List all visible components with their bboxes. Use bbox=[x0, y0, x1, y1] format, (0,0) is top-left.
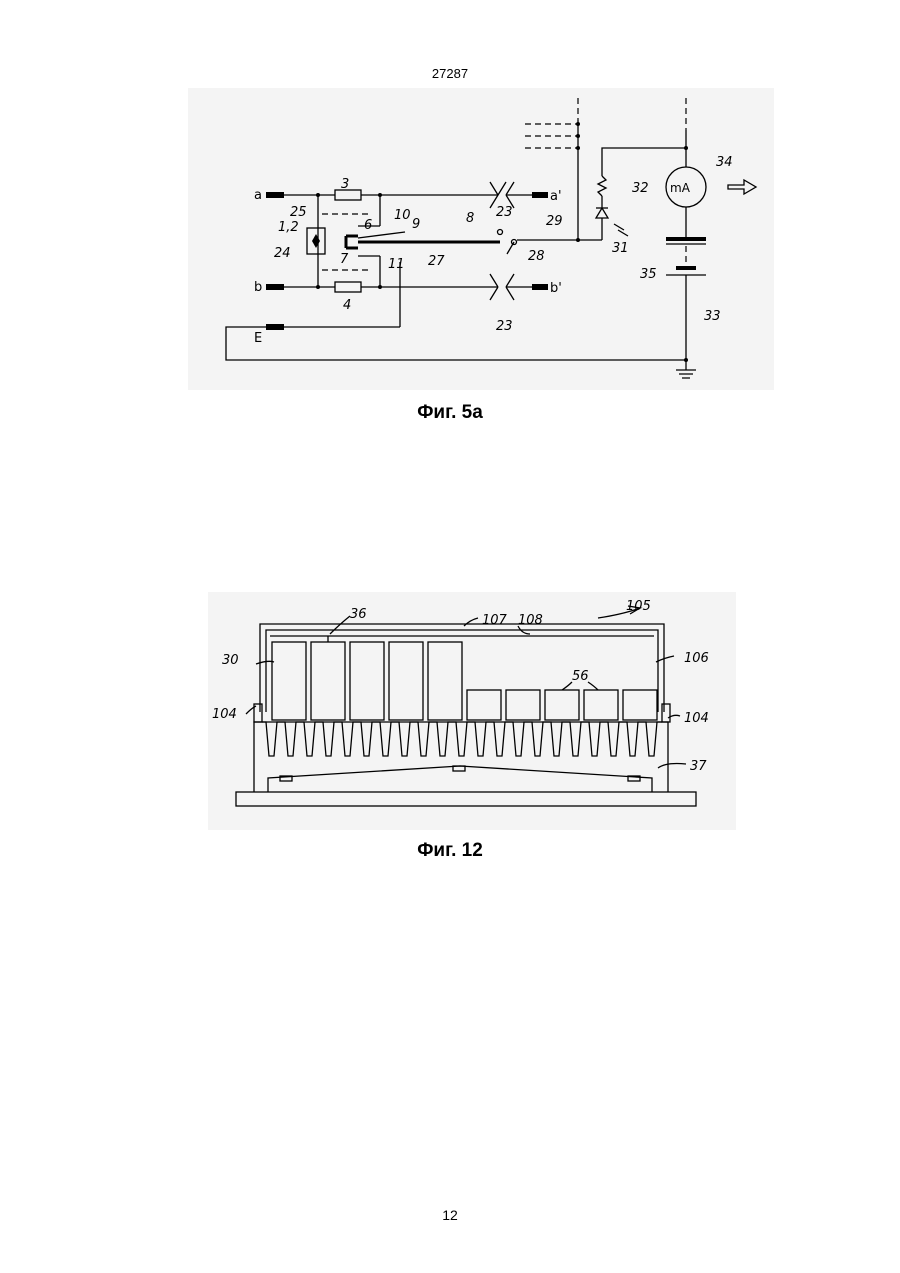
page-number: 12 bbox=[0, 1207, 900, 1223]
ref-36: 36 bbox=[350, 607, 367, 622]
terminal-e-label: E bbox=[254, 331, 262, 346]
terminal-b-prime-label: b' bbox=[550, 281, 562, 296]
ref-35: 35 bbox=[640, 267, 657, 282]
ref-31: 31 bbox=[612, 241, 629, 256]
ref-29: 29 bbox=[546, 214, 563, 229]
ref-24: 24 bbox=[274, 246, 291, 261]
ref-37: 37 bbox=[690, 759, 707, 774]
ref-23-lower: 23 bbox=[496, 319, 513, 334]
ref-25: 25 bbox=[290, 205, 307, 220]
ref-11: 11 bbox=[388, 257, 405, 272]
ref-6: 6 bbox=[364, 218, 372, 233]
ref-1-2: 1,2 bbox=[278, 220, 299, 235]
terminal-b-prime bbox=[532, 284, 548, 290]
ref-106: 106 bbox=[684, 651, 709, 666]
ref-56: 56 bbox=[572, 669, 589, 684]
ref-104-left: 104 bbox=[212, 707, 237, 722]
terminal-a-label: a bbox=[254, 188, 262, 203]
terminal-a-prime bbox=[532, 192, 548, 198]
terminal-a bbox=[266, 192, 284, 198]
ref-33: 33 bbox=[704, 309, 721, 324]
ref-108: 108 bbox=[518, 613, 543, 628]
figure-12-caption: Фиг. 12 bbox=[0, 840, 900, 862]
terminal-b bbox=[266, 284, 284, 290]
ref-8: 8 bbox=[466, 211, 474, 226]
ref-27: 27 bbox=[428, 254, 445, 269]
ref-32: 32 bbox=[632, 181, 649, 196]
figure-12-housing-diagram: 30 36 107 108 105 106 56 104 104 37 bbox=[0, 590, 900, 840]
ref-34: 34 bbox=[716, 155, 733, 170]
figure-5a-caption: Фиг. 5а bbox=[0, 402, 900, 424]
ref-30: 30 bbox=[222, 653, 239, 668]
meter-unit-label: mA bbox=[670, 181, 691, 195]
terminal-b-label: b bbox=[254, 280, 262, 295]
ref-105: 105 bbox=[626, 599, 651, 614]
ref-104-right: 104 bbox=[684, 711, 709, 726]
ref-107: 107 bbox=[482, 613, 508, 628]
ref-7: 7 bbox=[340, 252, 349, 267]
ref-10: 10 bbox=[394, 208, 411, 223]
figure-5a-circuit-diagram: a b E a' b' bbox=[0, 0, 900, 400]
terminal-e bbox=[266, 324, 284, 330]
ref-3: 3 bbox=[341, 177, 349, 192]
terminal-a-prime-label: a' bbox=[550, 189, 562, 204]
ref-4: 4 bbox=[343, 298, 351, 313]
ref-23-upper: 23 bbox=[496, 205, 513, 220]
ref-28: 28 bbox=[528, 249, 545, 264]
ref-9: 9 bbox=[412, 217, 420, 232]
